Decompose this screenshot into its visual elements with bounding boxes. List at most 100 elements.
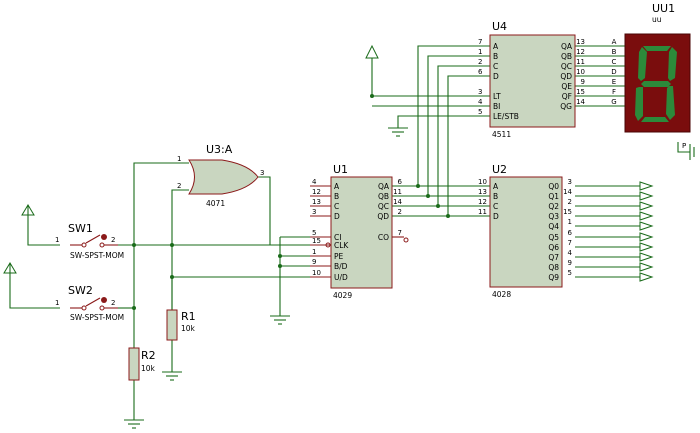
u2-pin-11: 11 (478, 208, 487, 216)
seg-label-d: D (611, 68, 616, 76)
junctions (132, 94, 450, 310)
digit-segments-icon (635, 46, 677, 122)
u2-label-q5: Q5 (548, 233, 559, 242)
u1-pin-2: 2 (398, 208, 402, 216)
u1-label-d: D (334, 212, 340, 221)
u1-label-pe: PE (334, 252, 344, 261)
u2-label-q1: Q1 (548, 192, 559, 201)
u2-label-q0: Q0 (548, 182, 559, 191)
r1-ref: R1 (181, 310, 196, 323)
u2-pin-6: 6 (568, 229, 573, 237)
u1-part: 4029 (333, 291, 352, 300)
seg-label-e: E (612, 78, 616, 86)
u1-label-a: A (334, 182, 340, 191)
u4-pin-6: 6 (478, 68, 483, 76)
output-terminal-icon (639, 262, 654, 272)
u3-part: 4071 (206, 199, 225, 208)
u4-label-c: C (493, 62, 498, 71)
u4-label-a: A (493, 42, 499, 51)
u1-label-qc: QC (378, 202, 389, 211)
u4-pin-9: 9 (581, 78, 585, 86)
sw1-switch[interactable]: SW1 1 2 SW-SPST-MOM (55, 222, 124, 260)
ground-r2-icon (124, 419, 144, 429)
u2-label-q2: Q2 (548, 202, 559, 211)
u2-label-q8: Q8 (548, 263, 559, 272)
uu1-ref: UU1 (652, 2, 675, 15)
output-terminal-icon (639, 272, 654, 282)
ground-u1-icon (270, 315, 290, 325)
r2-ref: R2 (141, 349, 156, 362)
u4-label-bi: BI (493, 102, 500, 111)
u1-pin-9: 9 (312, 258, 316, 266)
u2-pin-5: 5 (568, 269, 572, 277)
u2-pin-9: 9 (568, 259, 572, 267)
output-terminal-icon (639, 252, 654, 262)
u4-label-le-stb: LE/STB (493, 112, 519, 121)
u2-label-q7: Q7 (548, 253, 559, 262)
u1-label-b-d: B/D (334, 262, 348, 271)
sw2-switch[interactable]: SW2 1 2 SW-SPST-MOM (55, 284, 124, 322)
u4-ref: U4 (492, 20, 507, 33)
u2-pin-12: 12 (478, 198, 487, 206)
uu1-pin: P (682, 142, 686, 150)
sw1-pin2: 2 (111, 236, 115, 244)
u1-pin-15: 15 (312, 237, 321, 245)
u4-label-d: D (493, 72, 499, 81)
u1-label-b: B (334, 192, 339, 201)
u4-label-qa: QA (561, 42, 573, 51)
seg-label-g: G (611, 98, 616, 106)
u1-label-qd: QD (377, 212, 389, 221)
u4-pin-1: 1 (478, 48, 482, 56)
u4-pin-3: 3 (478, 88, 482, 96)
u4-pin-5: 5 (478, 108, 482, 116)
u4-label-lt: LT (493, 92, 501, 101)
u1-pin-4: 4 (312, 178, 317, 186)
sw1-ref: SW1 (68, 222, 93, 235)
seg-label-f: F (612, 88, 616, 96)
u2-pin-7: 7 (568, 239, 572, 247)
u4-pin-11: 11 (576, 58, 585, 66)
sw2-pin2: 2 (111, 299, 115, 307)
u2-label-b: B (493, 192, 498, 201)
u1-pin-12: 12 (312, 188, 321, 196)
u4-label-b: B (493, 52, 498, 61)
u4-pin-12: 12 (576, 48, 585, 56)
vcc-u4-icon (365, 44, 379, 59)
output-terminal-icon (639, 191, 654, 201)
wires (9, 45, 690, 420)
output-terminal-icon (639, 211, 654, 221)
uu1-sub: uu (652, 15, 662, 24)
u1-label-c: C (334, 202, 339, 211)
u4-label-qf: QF (562, 92, 572, 101)
u1-label-qb: QB (378, 192, 389, 201)
u2-label-q9: Q9 (548, 273, 559, 282)
u2-label-q4: Q4 (548, 222, 559, 231)
u2-label-q6: Q6 (548, 243, 559, 252)
u4-label-qg: QG (560, 102, 572, 111)
u1-pin-14: 14 (393, 198, 402, 206)
ground-symbols (124, 127, 695, 429)
u2-pin-4: 4 (568, 249, 573, 257)
sw2-pin1: 1 (55, 299, 59, 307)
u4-pin-15: 15 (576, 88, 585, 96)
power-symbols (3, 44, 379, 274)
u4-part: 4511 (492, 130, 511, 139)
u2-label-q3: Q3 (548, 212, 559, 221)
u1-pin-11: 11 (393, 188, 402, 196)
u4-label-qb: QB (561, 52, 572, 61)
ground-u4-icon (388, 127, 408, 137)
u2-pin-13: 13 (478, 188, 487, 196)
u2-label-c: C (493, 202, 498, 211)
u1-pin-10: 10 (312, 269, 321, 277)
seg-label-a: A (612, 38, 617, 46)
output-terminal-icon (639, 242, 654, 252)
u1-pin-13: 13 (312, 198, 321, 206)
u1-label-ci: CI (334, 233, 341, 242)
u4-label-qe: QE (561, 82, 572, 91)
seg-label-b: B (612, 48, 617, 56)
sw1-part: SW-SPST-MOM (70, 251, 124, 260)
u1-label-clk: CLK (334, 241, 349, 250)
u3-pin-in1: 1 (177, 155, 181, 163)
